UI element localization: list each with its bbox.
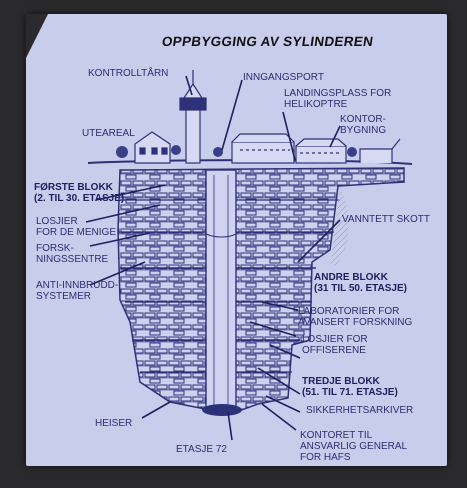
label-uteareal: UTEAREAL — [82, 128, 135, 139]
label-heiser: HEISER — [95, 418, 133, 429]
label-forste-blokk: FØRSTE BLOKK (2. TIL 30. ETASJE) — [34, 182, 125, 204]
label-kontoret-general: KONTORET TIL ANSVARLIG GENERAL FOR HAFS — [300, 430, 408, 463]
label-kontrolltarn: KONTROLLTÅRN — [88, 68, 169, 79]
label-etasje-72: ETASJE 72 — [176, 444, 227, 455]
label-tredje-blokk: TREDJE BLOKK (51. TIL 71. ETASJE) — [302, 376, 398, 398]
label-kontorbygning: KONTOR- BYGNING — [340, 114, 387, 136]
leader-lines — [85, 75, 341, 441]
torn-corner — [26, 14, 48, 58]
label-losjier-menige: LOSJIER FOR DE MENIGE — [36, 216, 117, 238]
control-tower — [185, 107, 201, 164]
label-vanntett-skott: VANNTETT SKOTT — [342, 214, 430, 225]
label-anti-innbrudd: ANTI-INNBRUDD- SYSTEMER — [36, 280, 119, 302]
central-shaft — [205, 169, 237, 411]
cylinder-structure — [117, 167, 405, 416]
label-laboratorier: LABORATORIER FOR AVANSERT FORSKNING — [298, 306, 413, 328]
office-building — [231, 141, 295, 164]
label-sikkerhetsarkiver: SIKKERHETSARKIVER — [306, 405, 414, 416]
label-landingsplass: LANDINGSPLASS FOR HELIKOPTRE — [284, 88, 392, 110]
label-inngangsport: INNGANGSPORT — [243, 72, 324, 83]
surface-buildings — [134, 70, 401, 164]
label-andre-blokk: ANDRE BLOKK (31 TIL 50. ETASJE) — [314, 272, 407, 294]
general-office — [202, 404, 242, 416]
label-losjier-offiserene: LOSJIER FOR OFFISERENE — [302, 334, 368, 356]
label-forskningssentre: FORSK- NINGSSENTRE — [36, 243, 109, 265]
